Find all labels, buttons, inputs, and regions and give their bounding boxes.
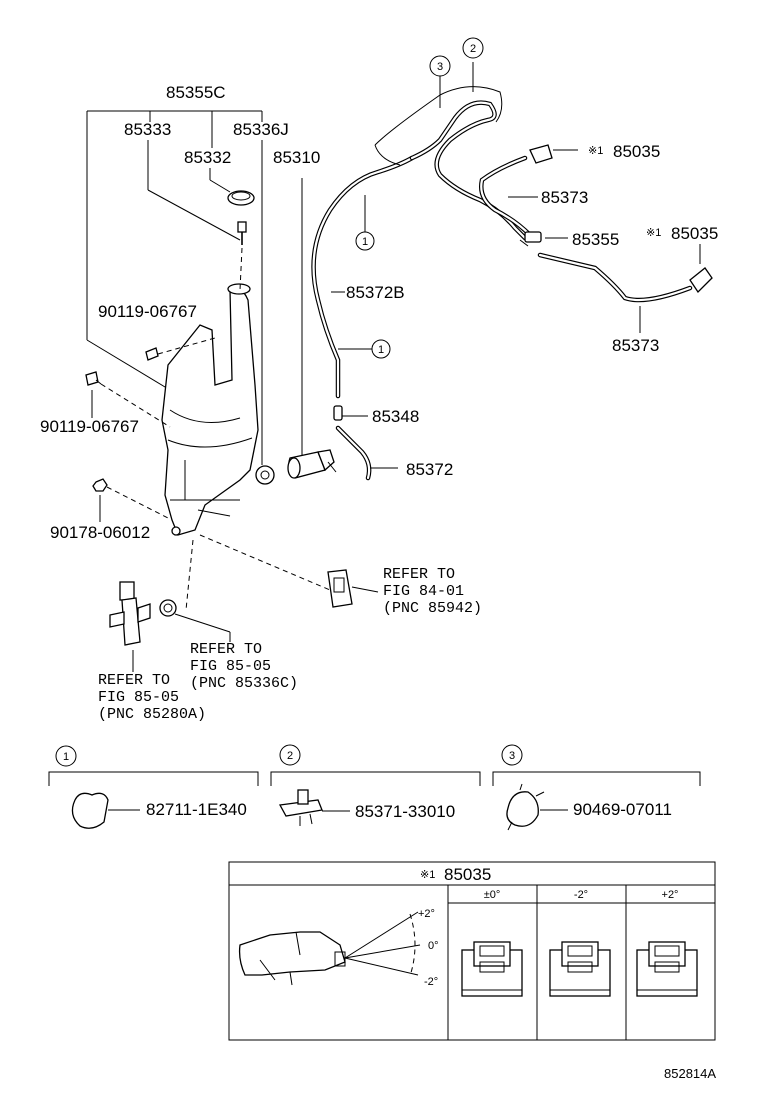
table-col-plus2: +2° <box>662 889 679 901</box>
callout-3: 3 <box>437 61 443 73</box>
ref85b-line2: FIG 85-05 <box>98 689 179 706</box>
legend-2-num: 2 <box>287 750 293 762</box>
label-85333: 85333 <box>124 120 171 139</box>
label-85372b: 85372B <box>346 283 405 302</box>
angle-down: -2° <box>424 976 438 988</box>
legend-3-part: 90469-07011 <box>573 800 672 819</box>
mark-upper: ※1 <box>588 145 603 157</box>
label-hose-lower: 85373 <box>612 336 659 355</box>
nozzle-upper <box>529 144 578 164</box>
washer-tank <box>161 283 259 536</box>
tank-cap <box>227 190 255 206</box>
legend-3: 3 90469-07011 <box>492 744 701 831</box>
joint-85348 <box>333 405 343 421</box>
mark-right: ※1 <box>646 227 661 239</box>
label-bolt-lower: 90119-06767 <box>40 417 139 436</box>
level-sensor-part <box>327 569 379 608</box>
table-col-minus2: -2° <box>574 889 588 901</box>
connector-0 <box>461 941 523 997</box>
callout-circle-1b <box>371 339 391 359</box>
dash-to-grommet <box>185 539 194 611</box>
level-gauge <box>237 221 247 291</box>
ref85b-line1: REFER TO <box>98 672 170 689</box>
callout-circle-1a <box>355 231 375 251</box>
grommet-85-05 <box>159 599 231 642</box>
legend-2: 2 85371-33010 <box>270 744 481 826</box>
ref85a-line2: FIG 85-05 <box>190 658 271 675</box>
grommet <box>255 465 275 485</box>
bolt-lower <box>85 371 171 428</box>
label-85310: 85310 <box>273 148 320 167</box>
ref85a-line1: REFER TO <box>190 641 262 658</box>
label-nozzle-upper: 85035 <box>613 142 660 161</box>
angle-mid: 0° <box>428 940 439 952</box>
table-title-mark: ※1 <box>420 869 435 881</box>
legend-1: 1 82711-1E340 <box>48 745 259 829</box>
washer-pump <box>287 449 337 479</box>
nozzle-angle-table: ※1 85035 ±0° -2° +2° +2° 0° -2° <box>228 861 716 1041</box>
legend-2-part: 85371-33010 <box>355 802 455 821</box>
assy-leader-lines <box>86 110 303 465</box>
callout-circle-2 <box>462 37 484 59</box>
label-85355c: 85355C <box>166 83 226 102</box>
legend-1-part: 82711-1E340 <box>146 800 247 819</box>
label-nut: 90178-06012 <box>50 523 150 542</box>
joint-85355 <box>519 231 542 247</box>
callout-1a: 1 <box>362 236 368 248</box>
label-bolt-upper: 90119-06767 <box>98 302 197 321</box>
ref84-line1: REFER TO <box>383 566 455 583</box>
label-85336j: 85336J <box>233 120 289 139</box>
legend-3-num: 3 <box>509 750 515 762</box>
table-col-0: ±0° <box>484 889 501 901</box>
legend-1-num: 1 <box>63 751 69 763</box>
hose-routing <box>311 86 693 481</box>
label-85348: 85348 <box>372 407 419 426</box>
label-85332: 85332 <box>184 148 231 167</box>
part-leader-lines <box>331 62 641 469</box>
table-title: 85035 <box>444 865 491 884</box>
nozzle-right <box>689 244 713 294</box>
ref84-line2: FIG 84-01 <box>383 583 464 600</box>
figure-id: 852814A <box>664 1066 716 1081</box>
label-85372: 85372 <box>406 460 453 479</box>
nut <box>92 478 171 522</box>
ref84-line3: (PNC 85942) <box>383 600 482 617</box>
label-nozzle-right: 85035 <box>671 224 718 243</box>
callout-circle-3 <box>429 55 451 77</box>
dash-to-bracket <box>199 534 331 591</box>
angle-up: +2° <box>418 908 435 920</box>
connector-plus2 <box>636 941 698 997</box>
connector-minus2 <box>549 941 611 997</box>
callout-1b: 1 <box>378 344 384 356</box>
washer-motor-part <box>109 581 151 672</box>
ref85a-line3: (PNC 85336C) <box>190 675 298 692</box>
label-joint-right: 85355 <box>572 230 619 249</box>
bolt-upper <box>145 337 216 361</box>
callout-2: 2 <box>470 43 476 55</box>
label-hose-upper: 85373 <box>541 188 588 207</box>
ref85b-line3: (PNC 85280A) <box>98 706 206 723</box>
